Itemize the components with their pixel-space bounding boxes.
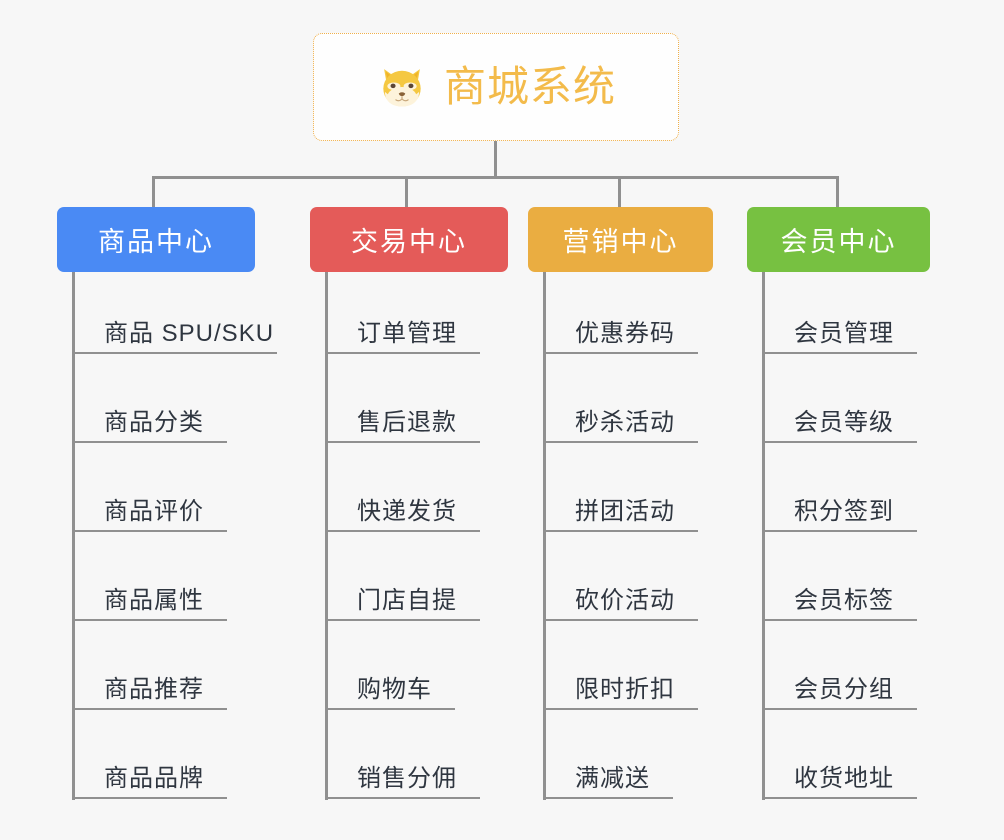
leaf-item-product-brand[interactable]: 商品品牌 [72,717,227,799]
leaf-item-label: 销售分佣 [357,765,457,792]
leaf-item-label: 商品属性 [104,587,204,614]
leaf-item-product-attribute[interactable]: 商品属性 [72,539,227,621]
leaf-item-coupon-code[interactable]: 优惠券码 [543,272,698,354]
leaf-item-sales-commission[interactable]: 销售分佣 [325,717,480,799]
leaf-item-label: 商品推荐 [104,676,204,703]
leaf-item-label: 快递发货 [357,498,457,525]
leaf-item-points-checkin[interactable]: 积分签到 [762,450,917,532]
leaf-item-product-review[interactable]: 商品评价 [72,450,227,532]
leaf-item-label: 收货地址 [794,765,894,792]
leaf-item-label: 门店自提 [357,587,457,614]
category-label: 商品中心 [98,227,214,257]
leaf-item-label: 会员等级 [794,409,894,436]
leaf-spine [762,272,765,800]
leaf-item-limited-discount[interactable]: 限时折扣 [543,628,698,710]
leaf-item-label: 售后退款 [357,409,457,436]
connector-horizontal-bus [152,176,838,179]
category-label: 会员中心 [780,227,897,257]
leaf-item-product-spu-sku[interactable]: 商品 SPU/SKU [72,272,277,354]
connector-root-stem [494,141,497,177]
leaf-item-label: 购物车 [357,676,432,703]
connector-drop-1 [152,176,155,209]
leaf-item-label: 秒杀活动 [575,409,675,436]
leaf-item-label: 会员管理 [794,320,894,347]
leaf-spine [72,272,75,800]
leaf-item-shipping-address[interactable]: 收货地址 [762,717,917,799]
root-node-title: 商城系统 [443,63,616,110]
leaf-item-product-recommend[interactable]: 商品推荐 [72,628,227,710]
category-box-marketing[interactable]: 营销中心 [528,207,713,272]
shiba-dog-icon [383,69,421,107]
root-node-mall-system[interactable]: 商城系统 [313,33,679,141]
leaf-item-order-management[interactable]: 订单管理 [325,272,480,354]
leaf-item-label: 会员标签 [794,587,894,614]
category-box-trade[interactable]: 交易中心 [310,207,508,272]
leaf-item-member-management[interactable]: 会员管理 [762,272,917,354]
leaf-item-express-shipping[interactable]: 快递发货 [325,450,480,532]
leaf-item-label: 限时折扣 [575,676,675,703]
leaf-spine [543,272,546,800]
leaf-item-bargain-activity[interactable]: 砍价活动 [543,539,698,621]
leaf-item-label: 拼团活动 [575,498,675,525]
leaf-item-label: 商品品牌 [104,765,204,792]
leaf-item-full-reduction[interactable]: 满减送 [543,717,673,799]
leaf-item-label: 商品分类 [104,409,204,436]
leaf-item-aftersale-refund[interactable]: 售后退款 [325,361,480,443]
leaf-item-flash-sale[interactable]: 秒杀活动 [543,361,698,443]
leaf-item-label: 商品 SPU/SKU [104,320,275,347]
leaf-item-member-tag[interactable]: 会员标签 [762,539,917,621]
leaf-item-shopping-cart[interactable]: 购物车 [325,628,455,710]
leaf-item-label: 商品评价 [104,498,204,525]
leaf-item-label: 砍价活动 [575,587,675,614]
leaf-item-label: 会员分组 [794,676,894,703]
leaf-item-member-level[interactable]: 会员等级 [762,361,917,443]
leaf-item-product-category[interactable]: 商品分类 [72,361,227,443]
leaf-spine [325,272,328,800]
category-box-member[interactable]: 会员中心 [747,207,930,272]
leaf-item-label: 满减送 [575,765,650,792]
leaf-item-label: 订单管理 [357,320,457,347]
connector-drop-3 [618,176,621,209]
connector-drop-2 [405,176,408,209]
category-label: 营销中心 [562,227,679,257]
connector-drop-4 [836,176,839,209]
leaf-item-group-buy[interactable]: 拼团活动 [543,450,698,532]
leaf-item-store-pickup[interactable]: 门店自提 [325,539,480,621]
category-box-product[interactable]: 商品中心 [57,207,255,272]
leaf-item-label: 积分签到 [794,498,894,525]
leaf-item-label: 优惠券码 [575,320,675,347]
leaf-item-member-group[interactable]: 会员分组 [762,628,917,710]
category-label: 交易中心 [351,227,467,257]
